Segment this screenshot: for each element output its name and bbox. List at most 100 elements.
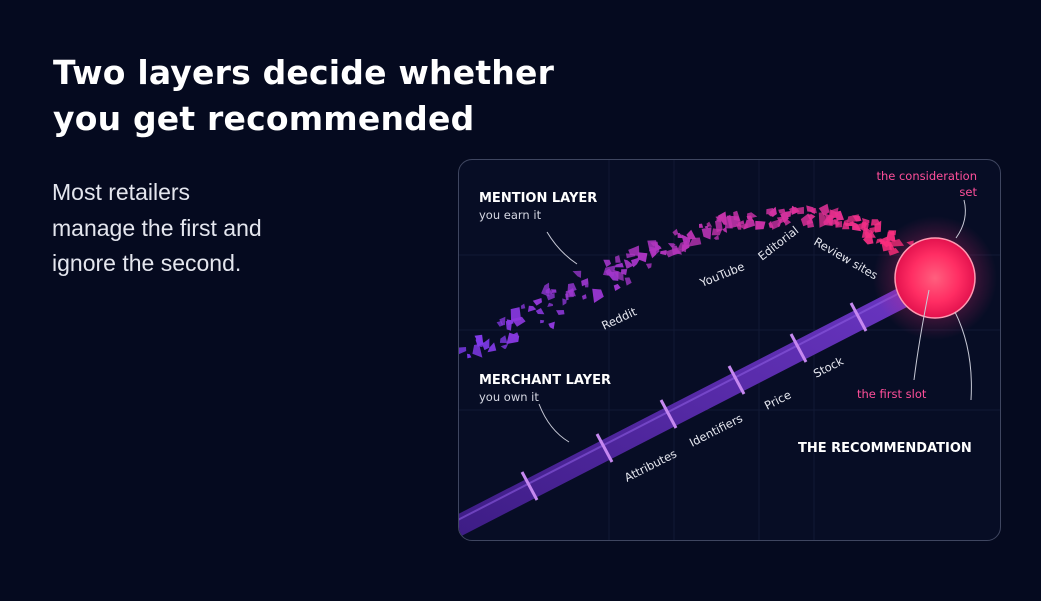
field-label-price: Price (762, 387, 793, 412)
mention-fragment (540, 319, 545, 324)
first-slot-label: the first slot (857, 387, 927, 401)
mention-fragment (737, 220, 745, 226)
mention-fragment (467, 353, 472, 359)
mention-fragment (499, 335, 508, 343)
mention-fragment (717, 211, 727, 225)
mention-layer-caption: you earn it (479, 208, 542, 222)
source-label-youtube: YouTube (697, 259, 747, 290)
pointer-lines (538, 199, 972, 443)
mention-fragment (499, 316, 506, 326)
mention-fragment (511, 316, 526, 327)
recommendation-orb (873, 216, 997, 340)
mention-fragment (792, 206, 800, 213)
mention-fragment (612, 269, 624, 281)
mention-fragment (532, 298, 542, 306)
mention-fragment (681, 244, 690, 253)
field-label-stock: Stock (811, 354, 846, 381)
mention-fragment (623, 259, 634, 269)
mention-fragment (746, 215, 754, 222)
mention-fragment (645, 263, 652, 269)
pipe-rings (520, 302, 868, 501)
subtitle-line-3: ignore the second. (52, 250, 242, 276)
mention-fragment (505, 320, 513, 331)
mention-fragment (535, 308, 545, 315)
mention-fragment (768, 212, 774, 217)
mention-fragment (603, 259, 612, 268)
mention-fragment (637, 252, 648, 263)
field-label-attributes: Attributes (622, 446, 679, 484)
mention-fragment (592, 288, 604, 303)
mention-fragment (581, 278, 589, 287)
mention-fragment (844, 221, 854, 227)
mention-fragment (843, 219, 849, 226)
mention-fragments (459, 203, 914, 359)
two-layers-diagram: MENTION LAYER you earn it MERCHANT LAYER… (458, 159, 1001, 541)
page-subtitle: Most retailers manage the first and igno… (52, 175, 342, 282)
source-label-reddit: Reddit (599, 304, 639, 332)
mention-fragment (581, 294, 587, 300)
mention-layer-title: MENTION LAYER (479, 191, 597, 206)
merchant-layer-caption: you own it (479, 390, 539, 404)
mention-fragment (818, 203, 830, 216)
mention-fragment (615, 255, 621, 263)
mention-fragment (506, 332, 520, 345)
mention-fragment (768, 220, 774, 228)
mention-fragment (667, 243, 676, 248)
mention-fragment (665, 247, 679, 258)
mention-fragment (735, 224, 742, 230)
mention-fragment (795, 206, 804, 215)
mention-fragment (520, 303, 526, 309)
mention-fragment (699, 223, 704, 228)
consideration-set-line-1: the consideration (876, 169, 977, 183)
mention-fragment (706, 221, 713, 227)
mention-fragment (527, 305, 537, 312)
field-label-identifiers: Identifiers (687, 411, 745, 450)
recommendation-label: THE RECOMMENDATION (798, 441, 972, 456)
mention-fragment (733, 210, 741, 222)
mention-fragment (545, 287, 553, 295)
mention-fragment (565, 289, 574, 298)
mention-fragment (551, 289, 557, 293)
merchant-layer-title: MERCHANT LAYER (479, 373, 611, 388)
mention-fragment (660, 250, 667, 256)
mention-fragment (722, 226, 728, 233)
mention-fragment (809, 208, 815, 215)
mention-fragment (672, 228, 679, 236)
mention-fragment (482, 338, 490, 351)
mention-fragment (677, 232, 684, 239)
mention-fragment (650, 241, 659, 247)
mention-fragment (614, 262, 624, 268)
mention-fragment (677, 249, 682, 255)
page-headline: Two layers decide whether you get recomm… (53, 50, 573, 142)
mention-fragment (479, 342, 484, 347)
mention-fragment (847, 214, 860, 223)
mention-fragment (701, 227, 712, 240)
mention-fragment (864, 231, 871, 239)
mention-fragment (459, 347, 467, 355)
headline-line-2: you get recommended (53, 99, 475, 138)
mention-fragment (547, 302, 553, 307)
merchant-pipe (459, 277, 932, 538)
headline-line-1: Two layers decide whether (53, 53, 555, 92)
mention-fragment (776, 216, 785, 224)
mention-fragment (605, 268, 613, 276)
mention-fragment (624, 277, 632, 286)
mention-fragment (777, 221, 780, 228)
mention-fragment (474, 334, 483, 342)
mention-fragment (863, 231, 874, 245)
mention-fragment (500, 343, 509, 349)
mention-fragment (874, 220, 882, 233)
mention-fragment (713, 234, 719, 240)
diagram-canvas: MENTION LAYER you earn it MERCHANT LAYER… (459, 160, 1000, 540)
mention-fragment (828, 209, 839, 222)
mention-fragment (778, 208, 786, 214)
mention-fragment (852, 221, 867, 231)
mention-fragment (755, 220, 766, 230)
mention-fragment (785, 210, 792, 218)
mention-fragment (739, 223, 748, 230)
mention-fragment (628, 245, 640, 256)
subtitle-line-2: manage the first and (52, 214, 262, 241)
mention-fragment (631, 257, 641, 268)
mention-fragment (556, 310, 565, 315)
mention-fragment (613, 283, 621, 291)
